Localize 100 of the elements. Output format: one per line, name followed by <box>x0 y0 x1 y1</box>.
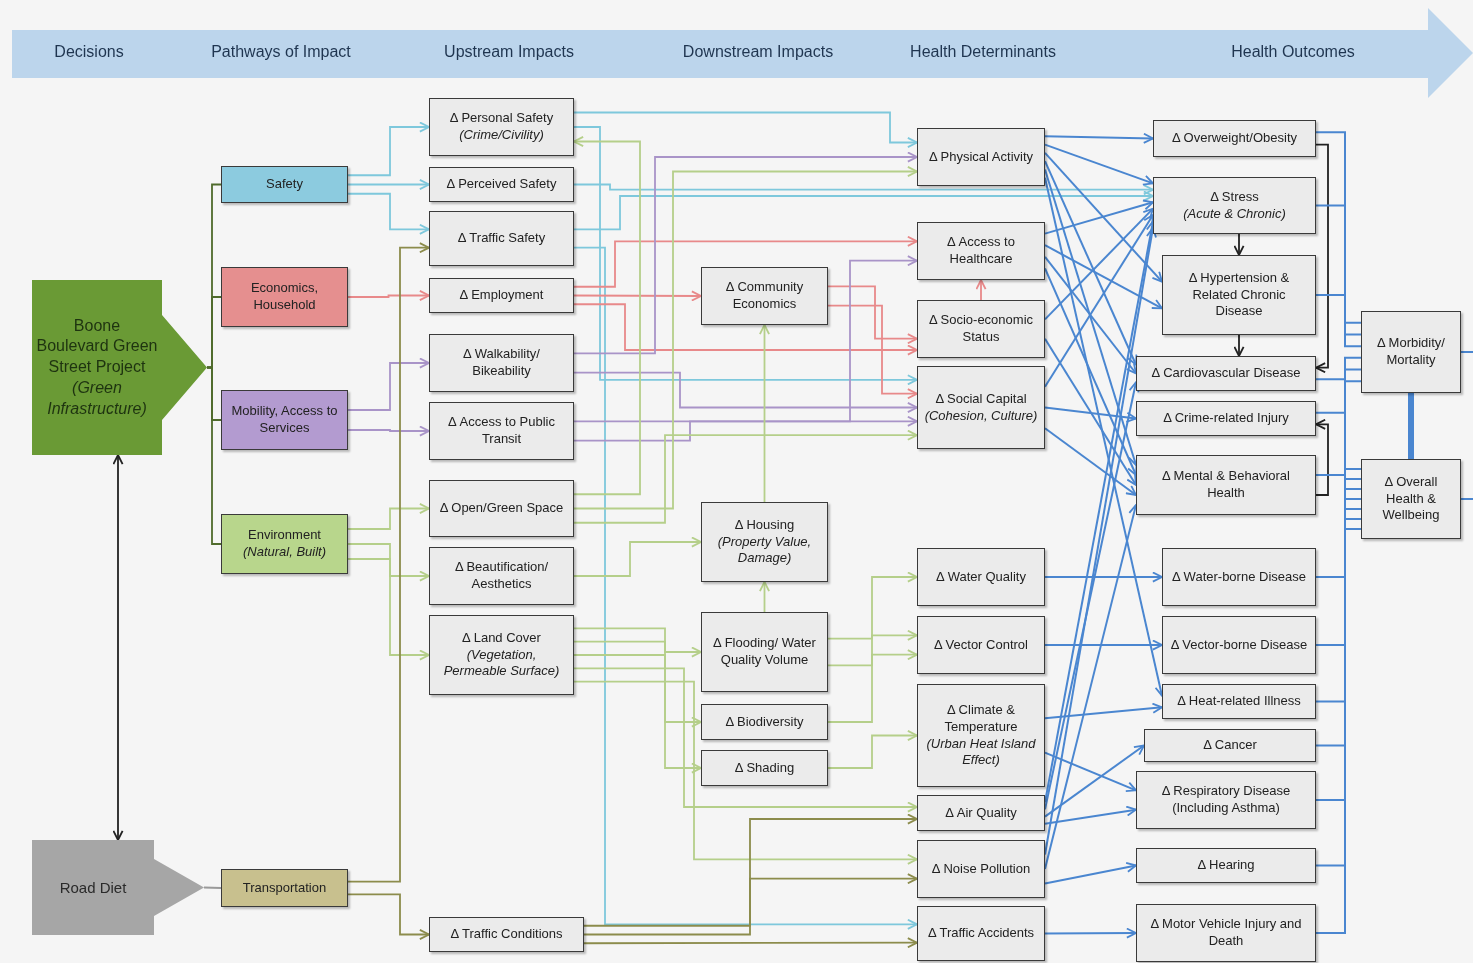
impact-box <box>1162 548 1316 606</box>
impact-box <box>1153 177 1316 234</box>
impact-box <box>429 211 574 266</box>
node-label: Δ Shading <box>734 759 795 777</box>
impact-box <box>1162 255 1316 335</box>
connector-arrow <box>573 627 702 658</box>
node-label: Δ Hearing <box>1197 857 1255 874</box>
connector-arrow <box>573 290 702 302</box>
impact-box <box>1144 729 1316 762</box>
node-label: Δ Access to Healthcare <box>946 234 1016 268</box>
node-label: (Cohesion, Culture) <box>924 407 1038 425</box>
connector-arrow <box>759 581 770 613</box>
impact-box <box>701 502 828 582</box>
node-label: Δ Perceived Safety <box>446 176 557 193</box>
connector-arrow <box>827 304 918 400</box>
connector-arrow <box>1044 151 1163 283</box>
connector-line <box>1315 508 1362 801</box>
pathway-box <box>221 390 348 450</box>
impact-box <box>701 704 828 740</box>
impact-box <box>429 402 574 460</box>
connector-arrow <box>1044 861 1137 885</box>
connector-arrow <box>1044 744 1145 818</box>
connector-arrow <box>827 571 918 640</box>
pathway-box <box>221 869 348 907</box>
pathway-box <box>221 267 348 327</box>
node-label: Δ Vector Control <box>934 636 1028 654</box>
node-label: Δ Traffic Conditions <box>450 926 563 943</box>
node-label: Δ Overall Health & Wellbeing <box>1381 473 1441 525</box>
node-label: Δ Beautification/ Aesthetics <box>453 559 550 593</box>
connector-arrow <box>1233 334 1245 357</box>
node-label: (Crime/Civility) <box>459 127 544 144</box>
connector-arrow <box>347 503 430 530</box>
node-label: Δ Heat-related Illness <box>1177 693 1301 710</box>
node-label: Δ Social Capital <box>935 390 1027 408</box>
connector-arrow <box>1044 639 1163 651</box>
connector-line <box>1460 498 1473 500</box>
impact-box <box>917 300 1045 358</box>
connector-arrow <box>1315 418 1329 496</box>
connector-arrow <box>1044 255 1137 375</box>
node-label: (Property Value, Damage) <box>716 533 813 568</box>
connector-arrow <box>583 937 918 949</box>
pathway-box <box>221 166 348 203</box>
connector-arrow <box>573 654 702 774</box>
impact-box <box>429 98 574 156</box>
node-label: Δ Water-borne Disease <box>1172 568 1306 586</box>
connector-line <box>1315 488 1362 703</box>
node-label: Δ Traffic Safety <box>457 230 546 247</box>
node-label: Δ Flooding/ Water Quality Volume <box>712 635 817 669</box>
node-label: Δ Biodiversity <box>725 713 804 731</box>
node-label: Environment <box>248 527 321 544</box>
node-label: Δ Crime-related Injury <box>1163 410 1289 427</box>
node-label: (Acute & Chronic) <box>1183 205 1286 223</box>
connector-line <box>1315 498 1362 747</box>
connector-arrow <box>573 246 918 930</box>
connector-arrow <box>1044 199 1154 235</box>
impact-box <box>429 167 574 202</box>
connector-arrow <box>573 536 702 577</box>
impact-box <box>429 547 574 605</box>
column-header: Downstream Impacts <box>682 43 834 61</box>
impact-box <box>1153 120 1316 157</box>
impact-box <box>701 612 828 692</box>
connector-line <box>1315 380 1362 476</box>
node-label: Δ Stress <box>1210 188 1259 206</box>
connector-arrow <box>573 166 918 510</box>
connector-arrow <box>1044 571 1163 583</box>
connector-arrow <box>1044 406 1137 423</box>
impact-box <box>1361 459 1461 539</box>
node-label: Δ Socio-economic Status <box>927 312 1035 346</box>
connector-line <box>206 366 222 545</box>
connector-arrow <box>573 136 641 496</box>
node-label: Δ Cardiovascular Disease <box>1151 365 1301 382</box>
connector-line <box>1315 204 1362 336</box>
connector-arrow <box>975 279 987 301</box>
connector-arrow <box>827 285 918 345</box>
connector-arrow <box>827 649 918 723</box>
impact-box <box>917 906 1045 961</box>
node-label: (Vegetation, Permeable Surface) <box>442 646 561 681</box>
connector-arrow <box>573 126 918 386</box>
column-header: Decisions <box>54 43 124 61</box>
impact-box <box>429 480 574 537</box>
connector-arrow <box>573 680 918 865</box>
connector-arrow <box>583 813 918 927</box>
connector-arrow <box>1315 143 1329 374</box>
connector-arrow <box>573 429 918 524</box>
node-label: Δ Walkability/ Bikeability <box>462 346 541 380</box>
node-label: Δ Morbidity/ Mortality <box>1376 335 1446 369</box>
connector-arrow <box>1044 702 1163 720</box>
connector-arrow <box>573 235 918 288</box>
connector-line <box>1460 351 1473 353</box>
column-header: Upstream Impacts <box>444 43 574 61</box>
node-label: (Urban Heat Island Effect) <box>925 735 1037 770</box>
connector-arrow <box>112 454 124 841</box>
connector-arrow <box>1044 805 1137 825</box>
connector-arrow <box>1044 751 1137 792</box>
impact-box <box>1136 904 1316 962</box>
connector-arrow <box>827 730 918 769</box>
connector-arrow <box>347 290 430 301</box>
connector-arrow <box>1044 244 1163 310</box>
column-header: Pathways of Impact <box>211 43 351 61</box>
connector-arrow <box>1044 427 1137 496</box>
